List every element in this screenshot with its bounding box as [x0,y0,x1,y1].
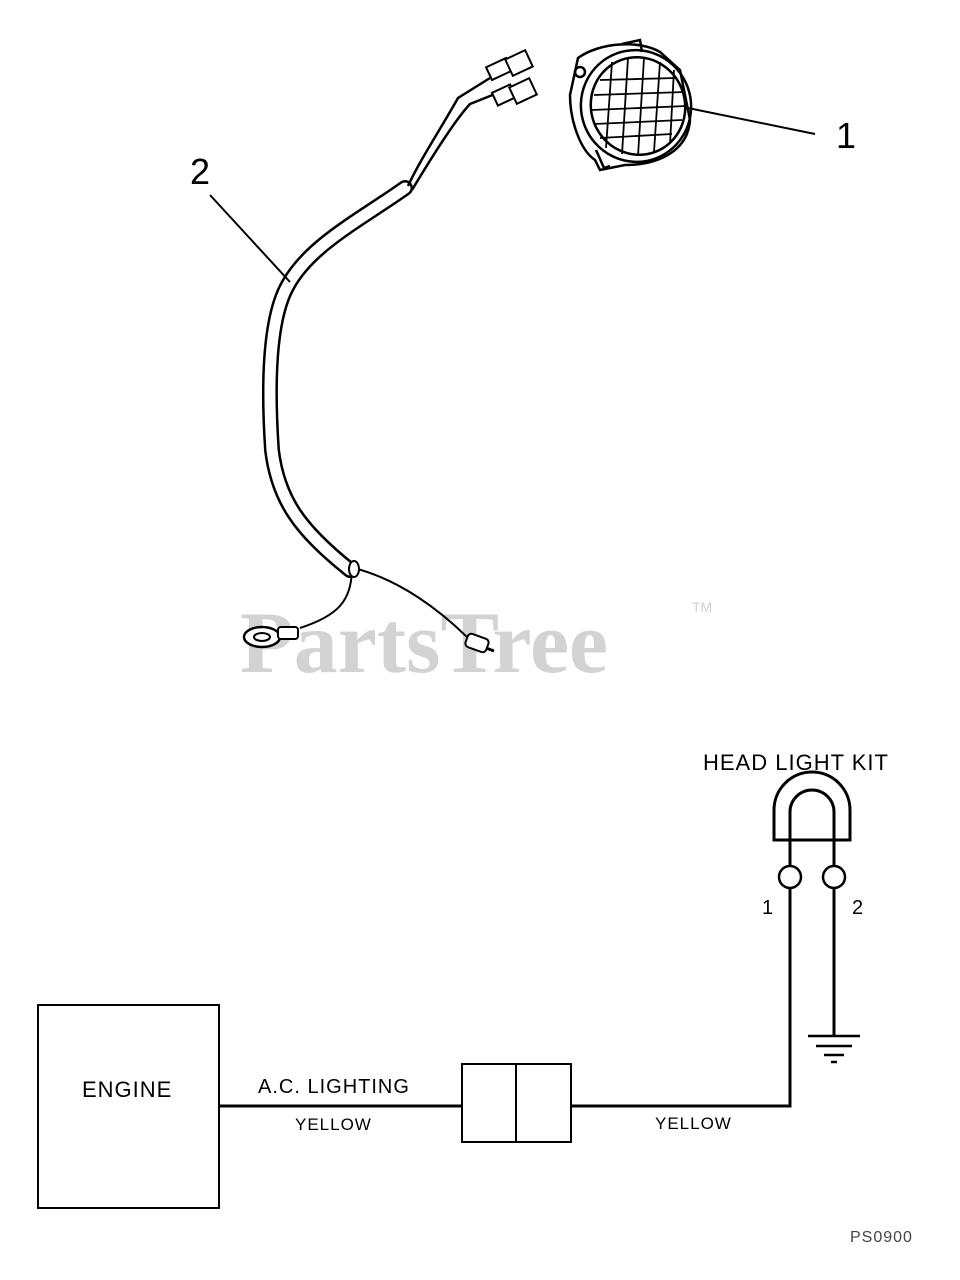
head-light-kit-title: HEAD LIGHT KIT [703,750,889,775]
callout-1-label: 1 [836,115,856,156]
diagram-code: PS0900 [850,1229,913,1246]
terminal-1-symbol [777,864,803,890]
watermark-trademark: TM [692,599,712,615]
wire-left-color-label: YELLOW [295,1115,372,1134]
engine-label: ENGINE [82,1077,172,1102]
callout-2-label: 2 [190,151,210,192]
terminal-2-label: 2 [852,897,863,919]
wire-right-color-label: YELLOW [655,1114,732,1133]
watermark-logo: PartsTree [240,595,608,692]
lighting-wire-right [571,888,792,1108]
wire-connector [461,1063,572,1143]
terminal-1-label: 1 [762,897,773,919]
wire-harness-illustration[interactable] [242,48,539,654]
callout-2-leader [209,194,291,283]
head-light-illustration[interactable] [565,35,707,178]
ground-symbol [808,1034,860,1064]
callout-1-leader [687,107,816,135]
engine-box [37,1004,220,1209]
ac-lighting-label: A.C. LIGHTING [258,1076,410,1098]
terminal-2-symbol [821,864,847,890]
lamp-symbol [772,770,852,866]
